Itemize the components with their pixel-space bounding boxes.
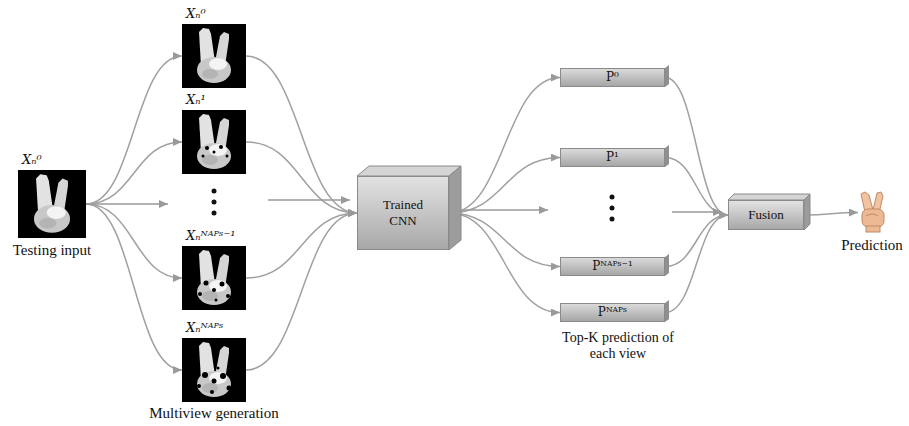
flow-connector: [665, 158, 728, 216]
prediction-icon: Prediction: [858, 192, 886, 233]
depth-image: [182, 110, 246, 174]
flow-connector: [86, 56, 182, 204]
view-label: Xₙ⁰: [22, 152, 42, 168]
depth-image-frame: Xₙ⁰Testing input: [18, 170, 86, 238]
flow-connector: [246, 213, 357, 370]
caption-label: Testing input: [13, 241, 92, 259]
process-box: Fusion: [728, 200, 804, 230]
box-side-face: [804, 194, 810, 230]
box-side-face: [665, 65, 669, 322]
flow-connector: [246, 56, 357, 213]
flow-connector: [246, 142, 357, 213]
depth-image-frame: Xₙ¹: [182, 110, 246, 174]
view-label: Xₙᴺᴬᴾˢ⁻¹: [186, 228, 236, 244]
depth-image: [182, 338, 246, 402]
hand-icon: [861, 192, 884, 232]
box-top-face: [357, 166, 461, 176]
flow-connector: [86, 142, 182, 204]
flow-connector: [449, 78, 560, 214]
flow-connector: [665, 215, 728, 313]
depth-image: [182, 24, 246, 88]
box-label: P¹: [606, 149, 619, 166]
view-label: Xₙ¹: [186, 92, 206, 108]
view-label: Xₙ⁰: [186, 6, 206, 22]
flow-connector: [665, 78, 728, 216]
caption-label: Prediction: [841, 236, 903, 254]
prediction-bar: P¹: [560, 148, 665, 167]
flow-connector: [449, 158, 560, 214]
caption-label: Top-K prediction of each view: [557, 330, 679, 362]
box-label: Trained CNN: [373, 197, 433, 229]
box-side-face: [449, 166, 461, 250]
prediction-bar: P⁰: [560, 68, 665, 87]
box-label: P⁰: [606, 69, 619, 86]
flow-connector: [86, 204, 182, 278]
flow-connector: [804, 213, 858, 216]
caption-label: Multiview generation: [124, 404, 304, 422]
view-label: Xₙᴺᴬᴾˢ: [186, 320, 223, 336]
box-label: Pᴺᴬᴾˢ: [598, 304, 627, 321]
flow-connector: [86, 204, 182, 370]
depth-image-frame: Xₙ⁰: [182, 24, 246, 88]
depth-image: [182, 246, 246, 310]
flow-connector: [246, 213, 357, 278]
box-label: Pᴺᴬᴾˢ⁻¹: [592, 258, 632, 275]
process-box: Trained CNN: [357, 176, 449, 250]
prediction-bar: Pᴺᴬᴾˢ⁻¹: [560, 257, 665, 276]
flow-connector: [665, 215, 728, 267]
box-label: Fusion: [748, 207, 783, 223]
flow-connector: [449, 213, 560, 313]
noise-speckles: [189, 119, 241, 394]
depth-image-frame: Xₙᴺᴬᴾˢ⁻¹: [182, 246, 246, 310]
depth-image: [18, 170, 86, 238]
depth-image-frame: Xₙᴺᴬᴾˢ: [182, 338, 246, 402]
flow-connector: [449, 213, 560, 267]
prediction-bar: Pᴺᴬᴾˢ: [560, 303, 665, 322]
